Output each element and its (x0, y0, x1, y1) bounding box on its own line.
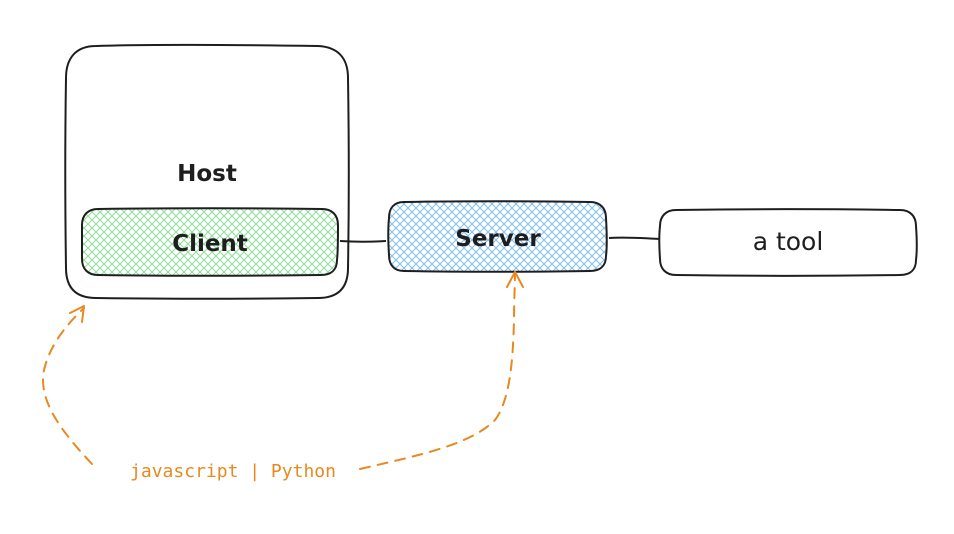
client-server-connector (339, 240, 387, 243)
client-label: Client (172, 231, 248, 257)
client-box[interactable]: Client (81, 207, 340, 277)
server-box[interactable]: Server (387, 200, 608, 273)
annotation-arrow-to-server (359, 271, 524, 470)
server-label: Server (455, 226, 541, 252)
tool-label: a tool (753, 227, 824, 256)
server-tool-connector (608, 236, 661, 240)
language-annotation: javascript | Python (130, 461, 336, 482)
host-box[interactable]: Host (64, 43, 350, 300)
tool-box[interactable]: a tool (658, 208, 918, 277)
annotation-arrow-to-host (42, 305, 93, 465)
host-label: Host (177, 161, 237, 187)
